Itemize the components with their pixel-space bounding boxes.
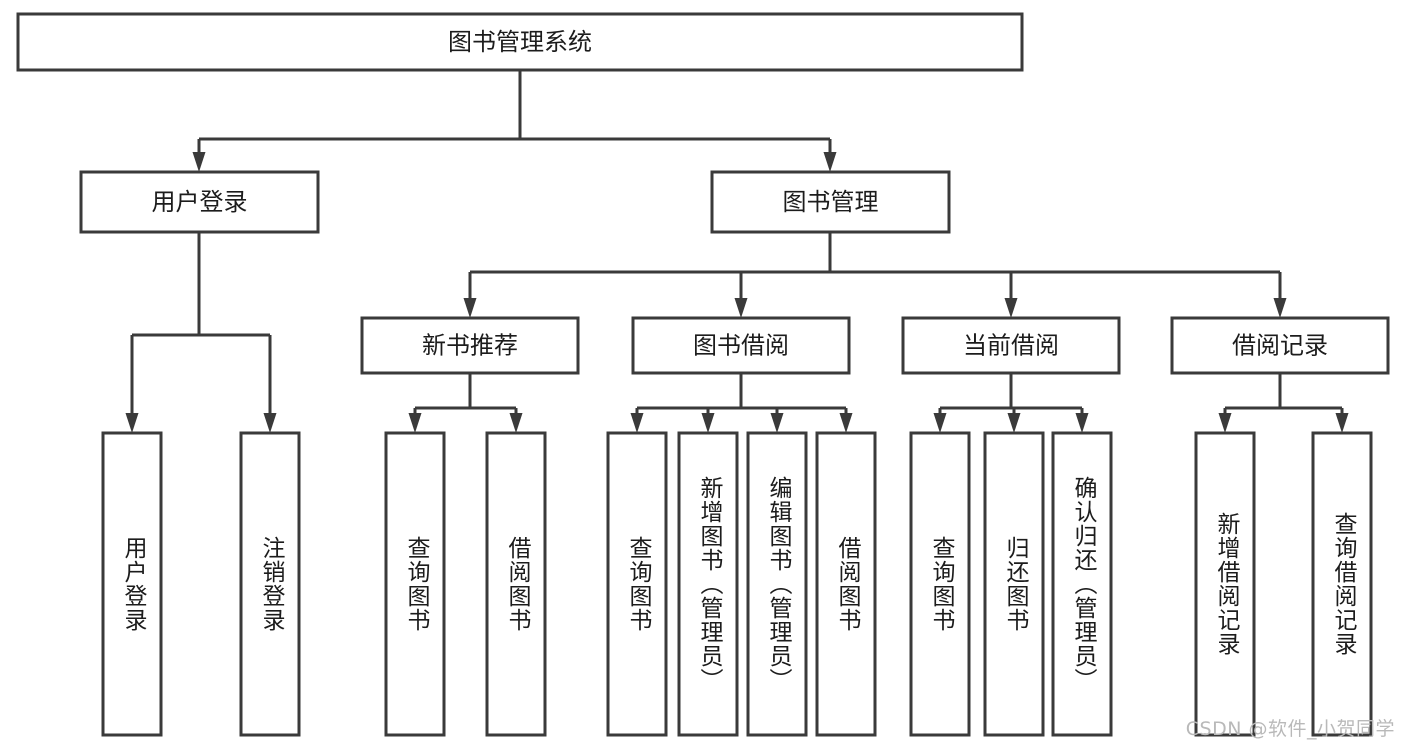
root-drop-0-arrow: [192, 152, 206, 172]
new-book-recommend-drop-0-arrow: [408, 413, 422, 433]
node-box-leaf-confirm-return-admin[interactable]: [1051, 431, 1113, 737]
node-box-book-management[interactable]: [710, 170, 951, 234]
book-mgmt-drop-0-arrow: [463, 298, 477, 318]
node-box-leaf-borrow-book-recommend[interactable]: [485, 431, 547, 737]
node-box-leaf-query-borrow-record[interactable]: [1311, 431, 1373, 737]
node-label-book-borrow: 图书借阅: [693, 332, 789, 360]
node-box-new-book-recommend[interactable]: [360, 316, 580, 375]
user-login-drop-0-arrow: [125, 413, 139, 433]
node-box-layer: [16, 12, 1390, 737]
borrow-record-drop-0-arrow: [1218, 413, 1232, 433]
node-label-borrow-record: 借阅记录: [1232, 332, 1328, 360]
node-box-leaf-query-book-borrow[interactable]: [606, 431, 668, 737]
node-label-current-borrow: 当前借阅: [963, 332, 1059, 360]
node-box-borrow-record[interactable]: [1170, 316, 1390, 375]
node-box-leaf-user-login[interactable]: [101, 431, 163, 737]
node-box-book-borrow[interactable]: [631, 316, 851, 375]
node-box-leaf-borrow-book[interactable]: [815, 431, 877, 737]
node-box-root[interactable]: [16, 12, 1024, 72]
node-box-user-login[interactable]: [79, 170, 320, 234]
book-borrow-drop-0-arrow: [630, 413, 644, 433]
new-book-recommend-drop-1-arrow: [509, 413, 523, 433]
book-mgmt-drop-3-arrow: [1273, 298, 1287, 318]
user-login-drop-1-arrow: [263, 413, 277, 433]
node-box-leaf-query-book-recommend[interactable]: [384, 431, 446, 737]
node-box-leaf-return-book[interactable]: [983, 431, 1045, 737]
node-box-leaf-add-borrow-record[interactable]: [1194, 431, 1256, 737]
node-label-new-book-recommend: 新书推荐: [422, 332, 518, 360]
node-box-leaf-add-book-admin[interactable]: [677, 431, 739, 737]
current-borrow-drop-1-arrow: [1007, 413, 1021, 433]
book-borrow-drop-1-arrow: [701, 413, 715, 433]
node-box-leaf-edit-book-admin[interactable]: [746, 431, 808, 737]
book-borrow-drop-2-arrow: [770, 413, 784, 433]
node-label-book-management: 图书管理: [783, 188, 879, 216]
current-borrow-drop-2-arrow: [1075, 413, 1089, 433]
node-box-leaf-query-book-current[interactable]: [909, 431, 971, 737]
node-box-leaf-logout-login[interactable]: [239, 431, 301, 737]
book-mgmt-drop-2-arrow: [1004, 298, 1018, 318]
node-box-current-borrow[interactable]: [901, 316, 1121, 375]
connector-layer: [125, 70, 1349, 433]
current-borrow-drop-0-arrow: [933, 413, 947, 433]
book-mgmt-drop-1-arrow: [734, 298, 748, 318]
node-label-root: 图书管理系统: [448, 28, 592, 56]
watermark-text: CSDN @软件_小贺同学: [1185, 718, 1395, 740]
borrow-record-drop-1-arrow: [1335, 413, 1349, 433]
book-borrow-drop-3-arrow: [839, 413, 853, 433]
node-label-user-login: 用户登录: [152, 188, 248, 216]
root-drop-1-arrow: [823, 152, 837, 172]
